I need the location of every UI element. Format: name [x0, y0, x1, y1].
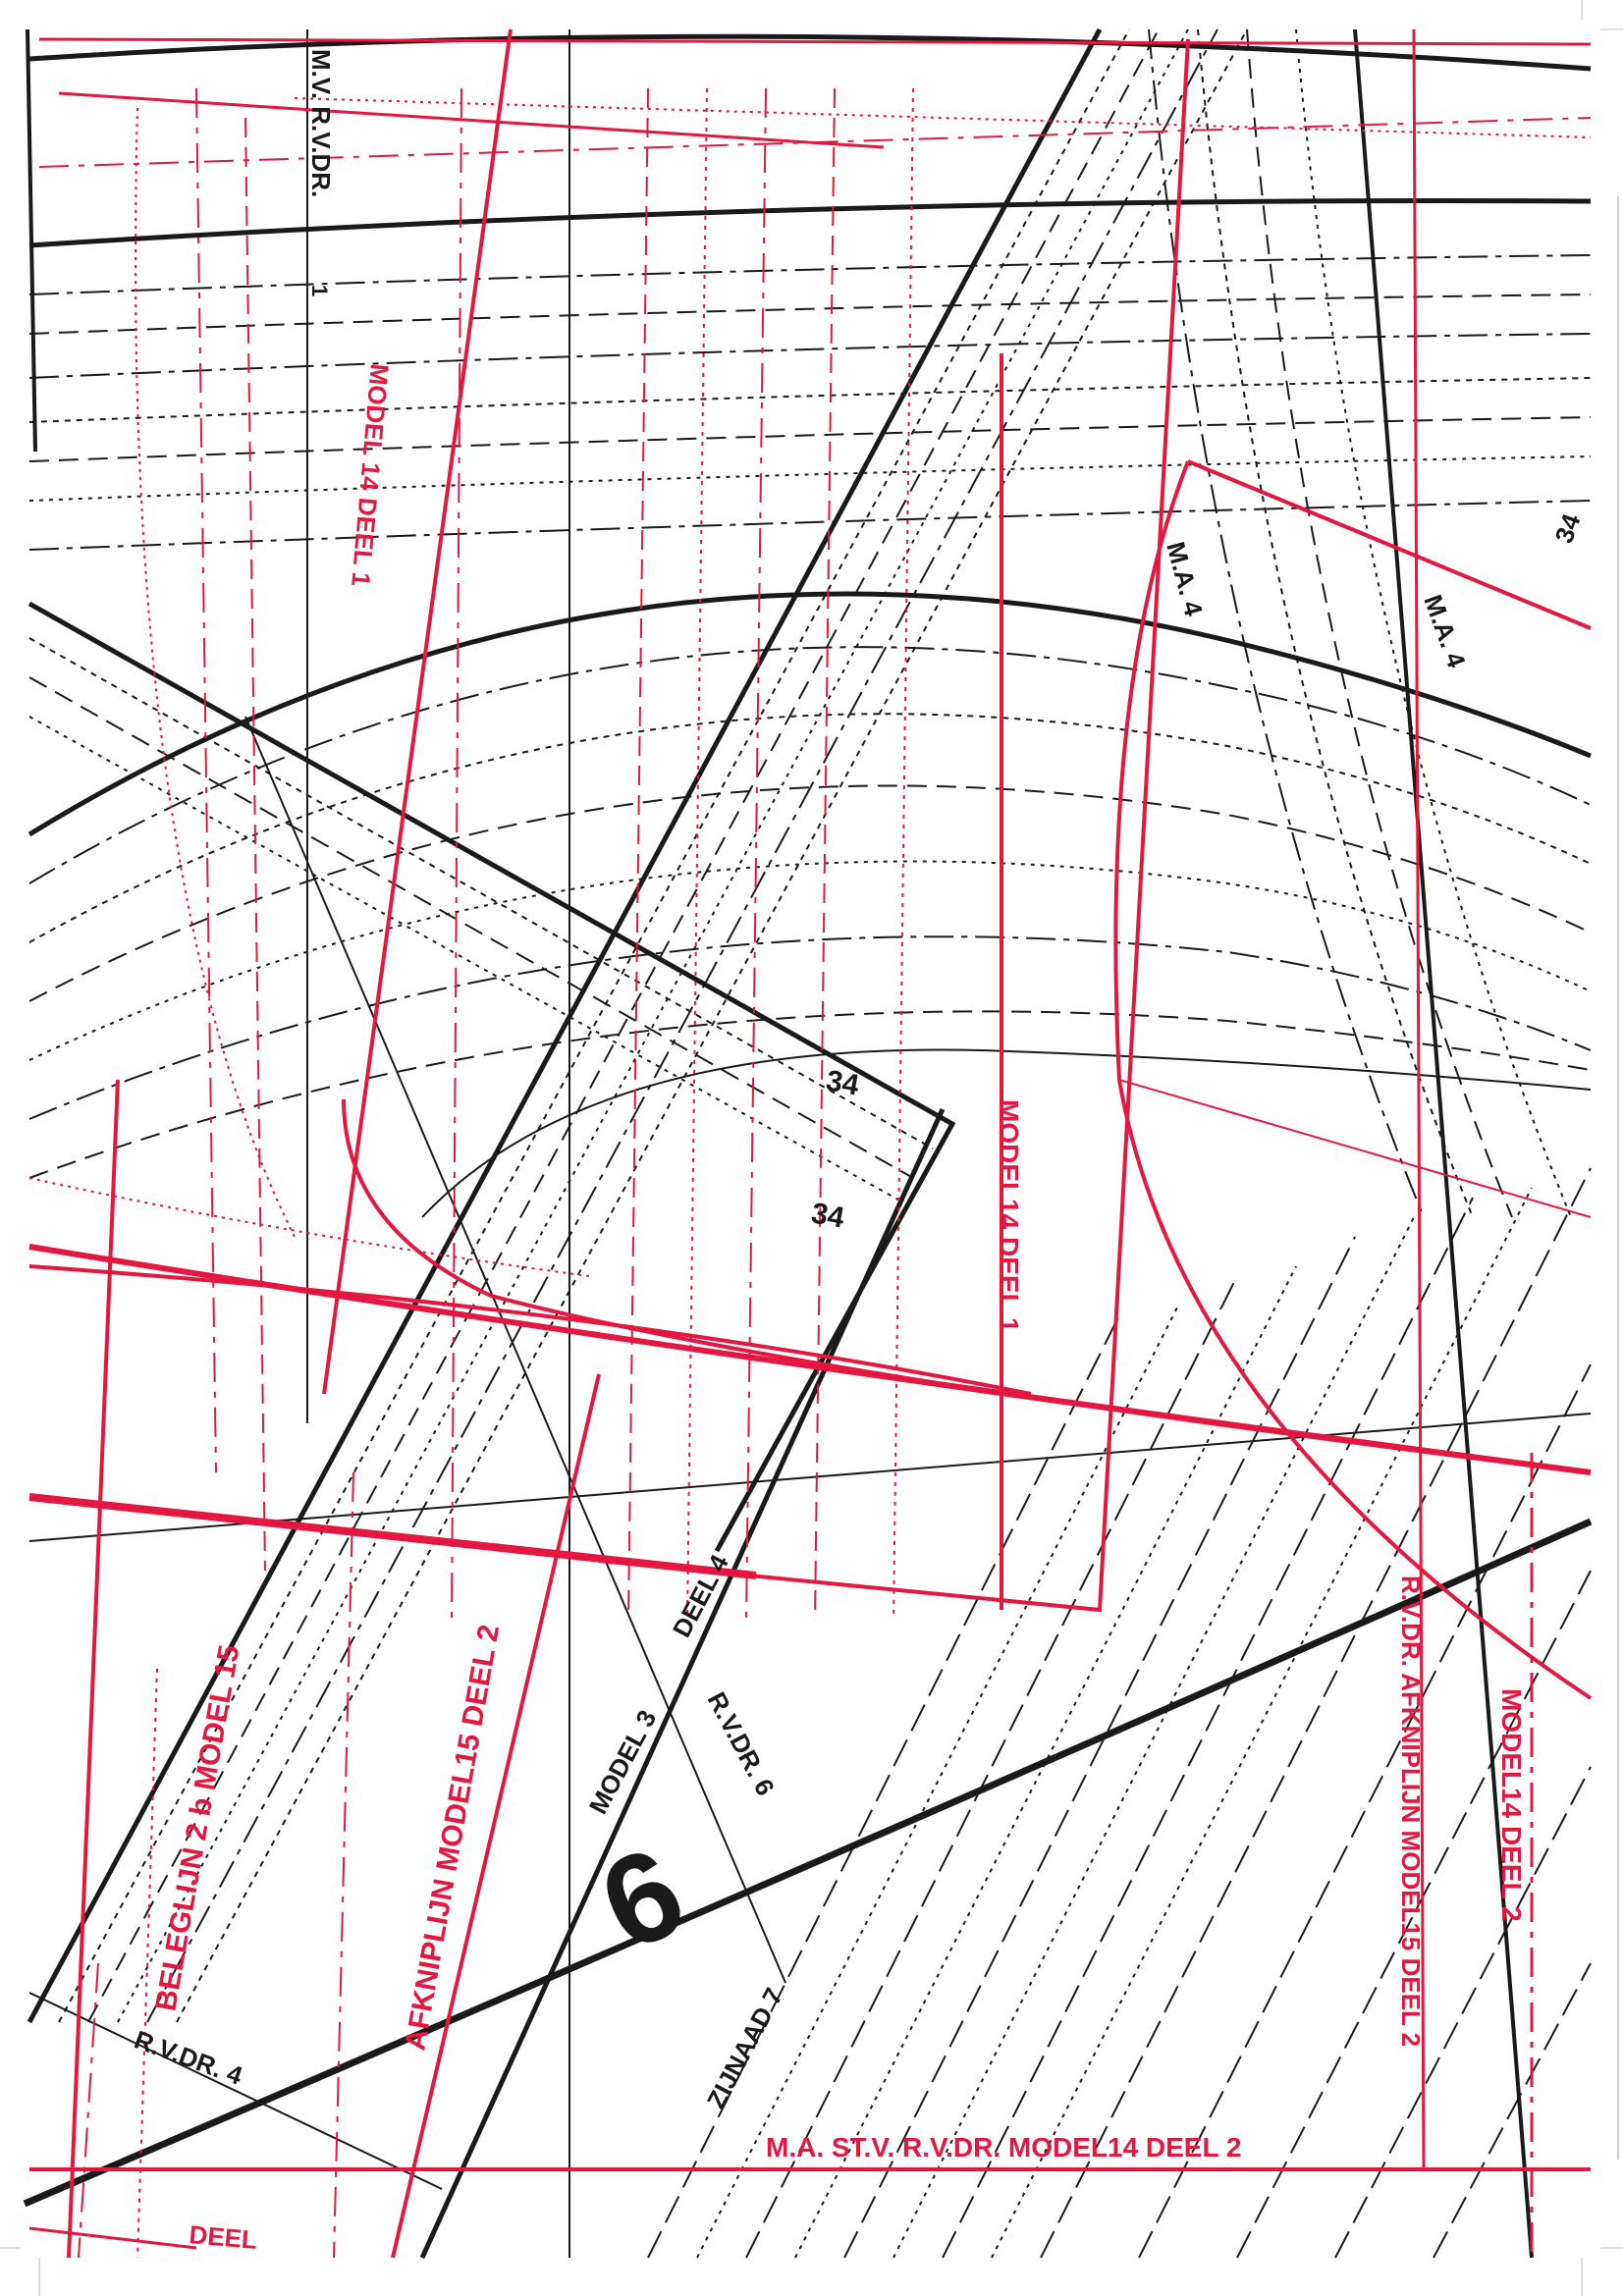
- label-rvdr6: R.V.DR. 6: [702, 1687, 781, 1800]
- label-bottom-line: M.A. ST.V. R.V.DR. MODEL14 DEEL 2: [766, 2132, 1241, 2163]
- label-model14-deel1-mid: MODEL14 DEEL 1: [994, 1099, 1024, 1333]
- label-beleglijn: BELEGLIJN 2 b MODEL 15: [149, 1642, 245, 2013]
- label-model3: MODEL 3: [583, 1705, 663, 1819]
- red-pattern-lines: [28, 28, 1593, 2259]
- label-rvdr-afkniplijn: R.V.DR. AFKNIPLIJN MODEL15 DEEL 2: [1396, 1575, 1426, 2047]
- label-mv-rvdr-num: 1: [307, 285, 332, 296]
- label-model14-deel1-top: MODEL 14 DEEL 1: [346, 362, 395, 587]
- black-dashed-lines: [28, 28, 1592, 2259]
- label-zijnaad: ZIJNAAD 7: [701, 1983, 789, 2113]
- label-ma4-a: M.A. 4: [1161, 539, 1209, 619]
- label-model14-deel2-right: MODEL14 DEEL 2: [1496, 1688, 1527, 1922]
- label-deel-bottom: DEEL: [188, 2219, 258, 2255]
- label-mv-rvdr: M.V. R.V.DR.: [306, 49, 336, 197]
- label-num-34-a: 34: [824, 1064, 862, 1101]
- label-corner-34: 34: [1548, 509, 1586, 547]
- label-num-34-b: 34: [809, 1197, 847, 1234]
- black-pattern-lines: [23, 27, 1593, 2260]
- label-ma4-b: M.A. 4: [1418, 591, 1472, 672]
- label-rvdr4: R.V.DR. 4: [131, 2024, 246, 2091]
